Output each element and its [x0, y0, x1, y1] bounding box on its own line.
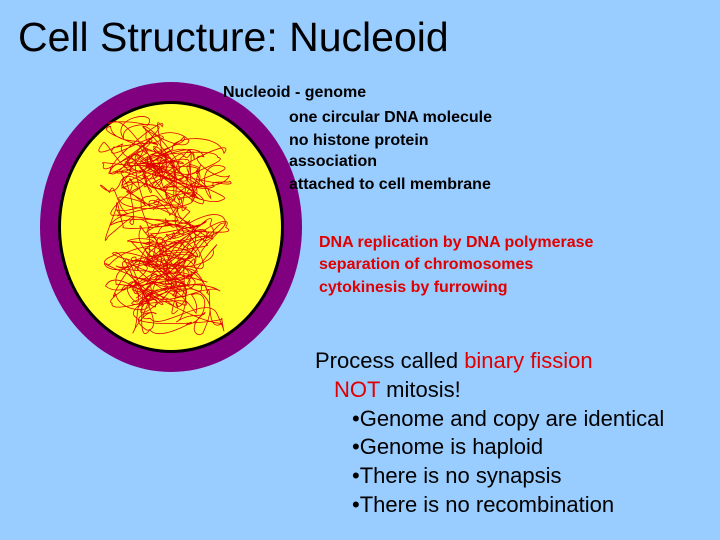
dna-strand [98, 116, 232, 335]
dna-point-1: DNA replication by DNA polymerase [319, 234, 594, 251]
nucleoid-point-4: attached to cell membrane [289, 176, 491, 193]
fission-line-2: NOT mitosis! [334, 375, 461, 404]
not-highlight: NOT [334, 377, 381, 402]
fission-bullet-2: •Genome is haploid [352, 434, 544, 459]
mitosis-suffix: mitosis! [380, 377, 461, 402]
dna-point-3: cytokinesis by furrowing [319, 279, 508, 296]
fission-line-1: Process called binary fission [315, 346, 593, 375]
slide-title: Cell Structure: Nucleoid [18, 14, 449, 60]
fission-bullet-4: •There is no recombination [352, 492, 615, 517]
binary-fission-highlight: binary fission [464, 348, 593, 373]
nucleoid-point-2: no histone protein [289, 132, 429, 149]
cytoplasm [61, 104, 281, 350]
fission-prefix: Process called [315, 348, 465, 373]
nucleoid-heading: Nucleoid - genome [223, 84, 367, 101]
dna-point-2: separation of chromosomes [319, 256, 534, 273]
dna-tangle [98, 116, 232, 335]
bacterial-cell-illustration [40, 82, 302, 372]
fission-bullet-3: •There is no synapsis [352, 463, 562, 488]
nucleoid-point-3: association [289, 153, 378, 170]
nucleoid-point-1: one circular DNA molecule [289, 109, 493, 126]
fission-bullet-1: •Genome and copy are identical [352, 406, 665, 431]
